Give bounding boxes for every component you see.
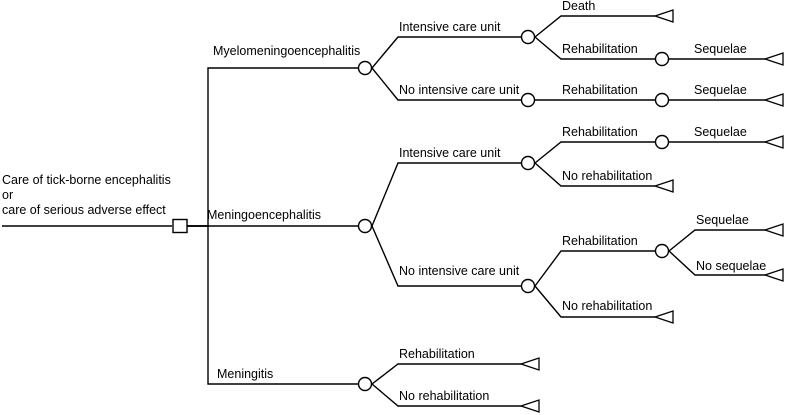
edge-meningitis <box>187 225 358 385</box>
outcome-label-sequelae-2: Sequelae <box>694 83 747 97</box>
edge-myelomeningoencephalitis <box>187 67 358 227</box>
chance-node-no-icu-2 <box>520 278 536 294</box>
edge-intensive-care-2 <box>371 162 521 227</box>
outcome-label-sequelae-1: Sequelae <box>694 42 747 56</box>
outcome-label-rehabilitation-5: Rehabilitation <box>399 347 475 361</box>
edge-sequelae-4 <box>668 229 765 252</box>
chance-node-meningoencephalitis <box>357 218 373 234</box>
chance-node-no-icu-1 <box>520 92 536 108</box>
outcome-label-rehabilitation-2: Rehabilitation <box>562 83 638 97</box>
chance-node-rehab-2 <box>654 92 670 108</box>
outcome-label-no-rehabilitation-3: No rehabilitation <box>399 389 489 403</box>
decision-node-root <box>172 218 188 234</box>
edge-no-intensive-care-1 <box>371 67 521 101</box>
chance-node-rehab-3 <box>654 134 670 150</box>
outcome-label-rehabilitation-1: Rehabilitation <box>562 42 638 56</box>
terminal-sequelae-3 <box>762 135 784 149</box>
terminal-no-rehabilitation-3 <box>518 399 540 413</box>
branch-label-meningoencephalitis: Meningoencephalitis <box>207 208 321 222</box>
edge-rehabilitation-5 <box>371 363 521 385</box>
tree-nodes <box>172 9 784 413</box>
root-label-line-2: or <box>2 188 13 202</box>
tree-edges <box>2 15 765 407</box>
terminal-rehabilitation-5 <box>518 357 540 371</box>
edge-death <box>534 15 655 38</box>
edge-rehabilitation-4 <box>534 250 655 287</box>
edge-no-sequelae <box>668 250 765 276</box>
edge-no-rehabilitation-2 <box>534 285 655 318</box>
edge-no-rehabilitation-3 <box>371 383 521 407</box>
terminal-no-rehabilitation-2 <box>652 310 674 324</box>
terminal-no-sequelae <box>762 268 784 282</box>
terminal-sequelae-1 <box>762 52 784 66</box>
tree-labels: Care of tick-borne encephalitis or care … <box>2 0 766 403</box>
chance-node-rehab-4 <box>654 243 670 259</box>
edge-no-intensive-care-2 <box>371 225 521 287</box>
edge-rehabilitation-3 <box>534 141 655 164</box>
edge-no-rehabilitation-1 <box>534 162 655 187</box>
outcome-label-sequelae-4: Sequelae <box>696 213 749 227</box>
outcome-label-no-sequelae: No sequelae <box>696 259 766 273</box>
chance-node-icu-2 <box>520 155 536 171</box>
edge-intensive-care-1 <box>371 36 521 69</box>
outcome-label-no-intensive-care-2: No intensive care unit <box>399 264 520 278</box>
outcome-label-no-rehabilitation-2: No rehabilitation <box>562 299 652 313</box>
terminal-death <box>652 9 674 23</box>
chance-node-meningitis <box>357 376 373 392</box>
root-label-line-3: care of serious adverse effect <box>2 203 166 217</box>
outcome-label-rehabilitation-3: Rehabilitation <box>562 125 638 139</box>
outcome-label-intensive-care-2: Intensive care unit <box>399 146 501 160</box>
branch-label-meningitis: Meningitis <box>217 367 273 381</box>
terminal-sequelae-4 <box>762 223 784 237</box>
outcome-label-death: Death <box>562 0 595 13</box>
outcome-label-no-intensive-care-1: No intensive care unit <box>399 83 520 97</box>
chance-node-icu-1 <box>520 29 536 45</box>
chance-node-rehab-1 <box>654 51 670 67</box>
edge-rehabilitation-1 <box>534 36 655 60</box>
chance-node-myelomeningoencephalitis <box>357 60 373 76</box>
outcome-label-no-rehabilitation-1: No rehabilitation <box>562 169 652 183</box>
outcome-label-rehabilitation-4: Rehabilitation <box>562 234 638 248</box>
outcome-label-intensive-care-1: Intensive care unit <box>399 20 501 34</box>
outcome-label-sequelae-3: Sequelae <box>694 125 747 139</box>
root-label-line-1: Care of tick-borne encephalitis <box>2 173 171 187</box>
terminal-no-rehabilitation-1 <box>652 179 674 193</box>
terminal-sequelae-2 <box>762 93 784 107</box>
branch-label-myelomeningoencephalitis: Myelomeningoencephalitis <box>213 44 360 58</box>
